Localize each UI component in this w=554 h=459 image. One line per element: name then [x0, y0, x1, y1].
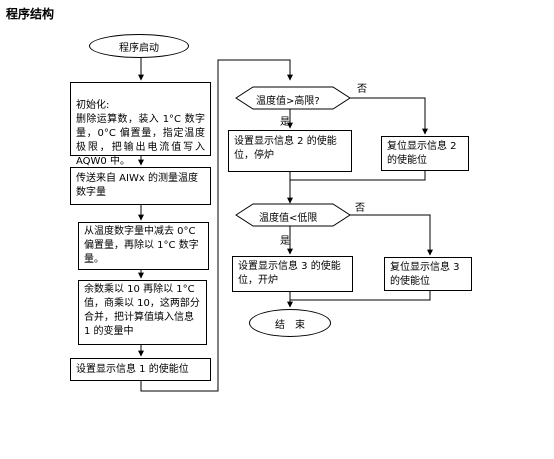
merge-low-branches	[289, 291, 431, 301]
step-init: 初始化: 删除运算数，装入 1°C 数字量，0°C 偏置量，指定温度极限，把输出…	[70, 82, 211, 167]
step-enable1: 设置显示信息 1 的使能位	[70, 358, 211, 381]
low-yes-box: 设置显示信息 3 的使能位，开炉	[232, 256, 353, 292]
low-no-box: 复位显示信息 3 的使能位	[384, 257, 472, 291]
low-no-label: 否	[355, 203, 365, 214]
start-label: 程序启动	[119, 42, 159, 54]
step-multiply: 余数乘以 10 再除以 1°C 值，商乘以 10，这两部分合并，把计算值填入信息…	[78, 280, 207, 345]
step-enable1-text: 设置显示信息 1 的使能位	[76, 364, 189, 375]
high-yes-box: 设置显示信息 2 的使能位，停炉	[228, 130, 352, 172]
merge-high-branches	[289, 171, 426, 181]
page-title: 程序结构	[6, 7, 55, 21]
step-multiply-text: 余数乘以 10 再除以 1°C 值，商乘以 10，这两部分合并，把计算值填入信息…	[84, 284, 200, 337]
start-terminal: 程序启动	[89, 34, 189, 58]
high-yes-label: 是	[280, 117, 290, 128]
decision-high-text: 温度值>高限?	[256, 96, 320, 107]
high-no-label: 否	[357, 84, 367, 95]
arrow-low-no	[350, 214, 433, 256]
step-init-text: 初始化: 删除运算数，装入 1°C 数字量，0°C 偏置量，指定温度极限，把输出…	[76, 100, 205, 167]
decision-low-text: 温度值<低限	[259, 213, 318, 224]
connector-left-to-right	[140, 59, 293, 392]
low-no-text: 复位显示信息 3 的使能位	[390, 262, 460, 287]
step-subtract-text: 从温度数字量中减去 0°C 偏置量，再除以 1°C 数字量。	[84, 226, 199, 265]
high-no-box: 复位显示信息 2 的使能位	[381, 136, 469, 171]
step-subtract: 从温度数字量中减去 0°C 偏置量，再除以 1°C 数字量。	[78, 222, 209, 270]
high-no-text: 复位显示信息 2 的使能位	[387, 141, 457, 166]
low-yes-label: 是	[280, 236, 290, 247]
end-label: 结 束	[275, 319, 305, 331]
low-yes-text: 设置显示信息 3 的使能位，开炉	[238, 261, 341, 286]
high-yes-text: 设置显示信息 2 的使能位，停炉	[234, 136, 337, 161]
step-transfer-text: 传送来自 AIWx 的测量温度数字量	[76, 173, 198, 198]
step-transfer: 传送来自 AIWx 的测量温度数字量	[70, 167, 211, 205]
end-terminal: 结 束	[249, 309, 331, 337]
arrow-high-no	[350, 97, 428, 135]
